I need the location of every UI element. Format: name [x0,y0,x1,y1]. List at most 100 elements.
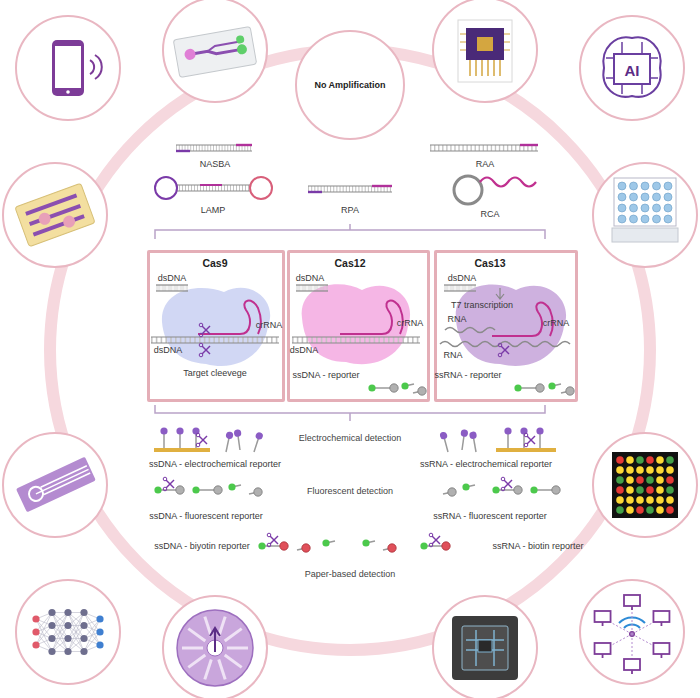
array-spot [646,456,654,464]
detection-heading: Fluorescent detection [307,486,393,497]
array-spot [653,215,661,223]
network-neuron [80,622,87,629]
cas13-illustration-part [548,382,561,389]
array-spot [653,204,661,212]
method-label: RAA [476,159,495,170]
computer-stand [631,670,633,674]
disc-channel [205,659,211,679]
network-neuron [80,648,87,655]
microfluidic-chip-icon-part [207,42,239,51]
network-neuron [96,615,103,622]
disc-channel [225,629,242,641]
detection-heading: Paper-based detection [305,569,396,580]
biotin-reporters-part [258,542,288,550]
node-text: dsDNA [154,345,183,356]
screen-printed-electrode-icon-part [36,469,89,494]
rpa-strand [308,186,392,192]
microarray-icon [612,178,678,242]
node-text: ssRNA - reporter [434,370,501,381]
raa-strand-part [430,145,538,151]
network-neuron [48,648,55,655]
array-spot [664,204,672,212]
cas9-illustration-part [156,285,188,291]
reporter-label: ssDNA - electrochemical reporter [149,459,281,470]
cas13-illustration-part [496,288,504,299]
bracket-lines-part [155,405,545,421]
rpa-strand-part [308,186,392,192]
biotin-reporters-part [420,542,450,550]
biosensor-chip-icon-part [477,37,493,51]
computer-stand [661,654,663,658]
cas9-illustration-part [199,343,210,357]
rca-circle-part [454,176,482,204]
cas12-illustration-part [368,384,398,392]
electrochemical-reporters-part [536,427,543,448]
array-spot [616,476,624,484]
array-spot [626,456,634,464]
electrochemical-reporters-part [504,427,511,448]
centrifugal-disc-icon-part [177,610,253,686]
cas12-illustration [292,284,426,395]
smartphone-icon-part [55,46,81,88]
device-icons-part [433,0,537,102]
device-icons-part [16,16,120,120]
microfluidic-chip-icon-part [236,35,245,44]
portable-reader-icon-part [466,630,504,666]
array-spot [664,193,672,201]
box-heading: Cas9 [202,258,227,269]
array-spot [630,182,638,190]
node-text: dsDNA [158,273,187,284]
detection-heading: Electrochemical detection [299,433,402,444]
array-spot [630,193,638,201]
array-spot [641,204,649,212]
array-spot [636,496,644,504]
lamp-dumbbell-part [250,177,272,199]
array-spot [656,506,664,514]
box-heading: Cas12 [335,258,366,269]
electrochemical-reporters-part [196,433,207,447]
array-spot [616,486,624,494]
microfluidic-chip-icon-part [236,43,248,55]
device-icons-part [580,16,684,120]
smartphone-icon-part [90,55,102,79]
device-icons [3,0,697,698]
electrochemical-reporters-part [524,433,535,447]
node-text: dsDNA [296,273,325,284]
ai-brain-icon-part [614,54,650,84]
computer-monitor [653,611,669,622]
network-neuron [64,622,71,629]
fluorescent-reporters-part [501,477,512,491]
reporter-label: ssDNA - fluorescent reporter [149,511,263,522]
centrifugal-disc-icon-part [210,628,220,652]
electrochemical-reporters-part [439,431,451,453]
method-label: LAMP [201,205,226,216]
network-neuron [80,635,87,642]
biosensor-chip-icon-part [458,20,512,82]
array-spot [656,466,664,474]
biotin-reporters-part [267,533,278,547]
disc-channel [188,629,205,641]
iot-network-icon-part [619,617,645,628]
device-icons-part [593,433,697,537]
array-spot [641,193,649,201]
network-neuron [32,615,39,622]
box-heading: Cas13 [475,258,506,269]
cas12-box: Cas12dsDNAdsDNAcrRNAssDNA - reporter [287,250,430,402]
cas13-box: Cas13dsDNAT7 transcriptionRNARNAcrRNAssR… [434,250,578,402]
fluorescence-array-icon-part [616,456,674,514]
computer-monitor [624,659,640,670]
rca-circle-part [480,178,536,187]
fluorescence-array-icon [612,452,678,518]
reporter-label: ssRNA - biotin reporter [492,541,583,552]
array-spot [616,506,624,514]
node-text: Target cleevege [183,368,247,379]
neural-network-icon-part [32,609,103,655]
array-spot [626,506,634,514]
computer-stand [661,622,663,626]
disc-channel [188,655,205,667]
fluorescent-reporters-part [228,483,241,490]
network-neuron [48,622,55,629]
disc-channel [219,617,225,637]
array-spot [646,506,654,514]
lamp-dumbbell-part [155,177,177,199]
